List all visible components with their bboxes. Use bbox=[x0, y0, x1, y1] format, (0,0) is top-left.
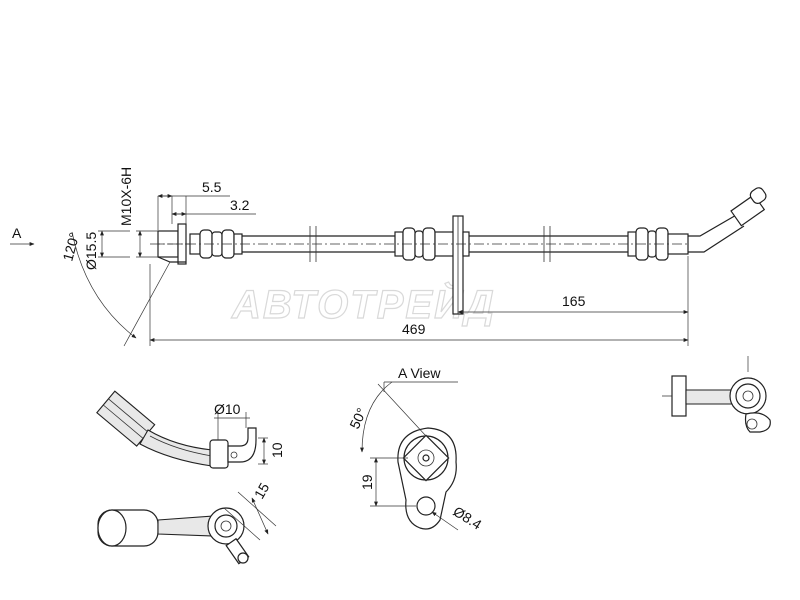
watermark-text: АВТОТРЕЙД bbox=[231, 280, 496, 327]
dim-10-label: 10 bbox=[269, 442, 285, 458]
view-arrow-label: A bbox=[12, 225, 22, 241]
dim-3-2: 3.2 bbox=[230, 197, 250, 213]
left-dimensions: M10X-6H Ø15.5 5.5 3.2 120° A bbox=[10, 167, 256, 347]
thread-label: M10X-6H bbox=[118, 167, 134, 226]
dim-165: 165 bbox=[562, 293, 586, 309]
dim-469: 469 bbox=[402, 321, 426, 337]
dim-19-label: 19 bbox=[359, 474, 375, 490]
detail-bent-end: Ø10 10 bbox=[96, 390, 285, 469]
diameter-10-label: Ø10 bbox=[214, 401, 241, 417]
angle-50-label: 50° bbox=[346, 405, 369, 431]
dim-5-5: 5.5 bbox=[202, 179, 222, 195]
a-view-bracket: A View 50° 19 Ø8.4 bbox=[346, 365, 485, 533]
angle-120-label: 120° bbox=[59, 231, 82, 263]
dim-15-label: 15 bbox=[251, 480, 273, 502]
length-dimensions: 165 469 bbox=[149, 256, 689, 346]
main-hose-side-view bbox=[150, 187, 767, 315]
detail-end-elevation: 15 bbox=[97, 480, 277, 565]
diameter-15-5-label: Ø15.5 bbox=[83, 232, 99, 270]
detail-right-fitting bbox=[662, 356, 771, 433]
view-title: A View bbox=[398, 365, 441, 381]
